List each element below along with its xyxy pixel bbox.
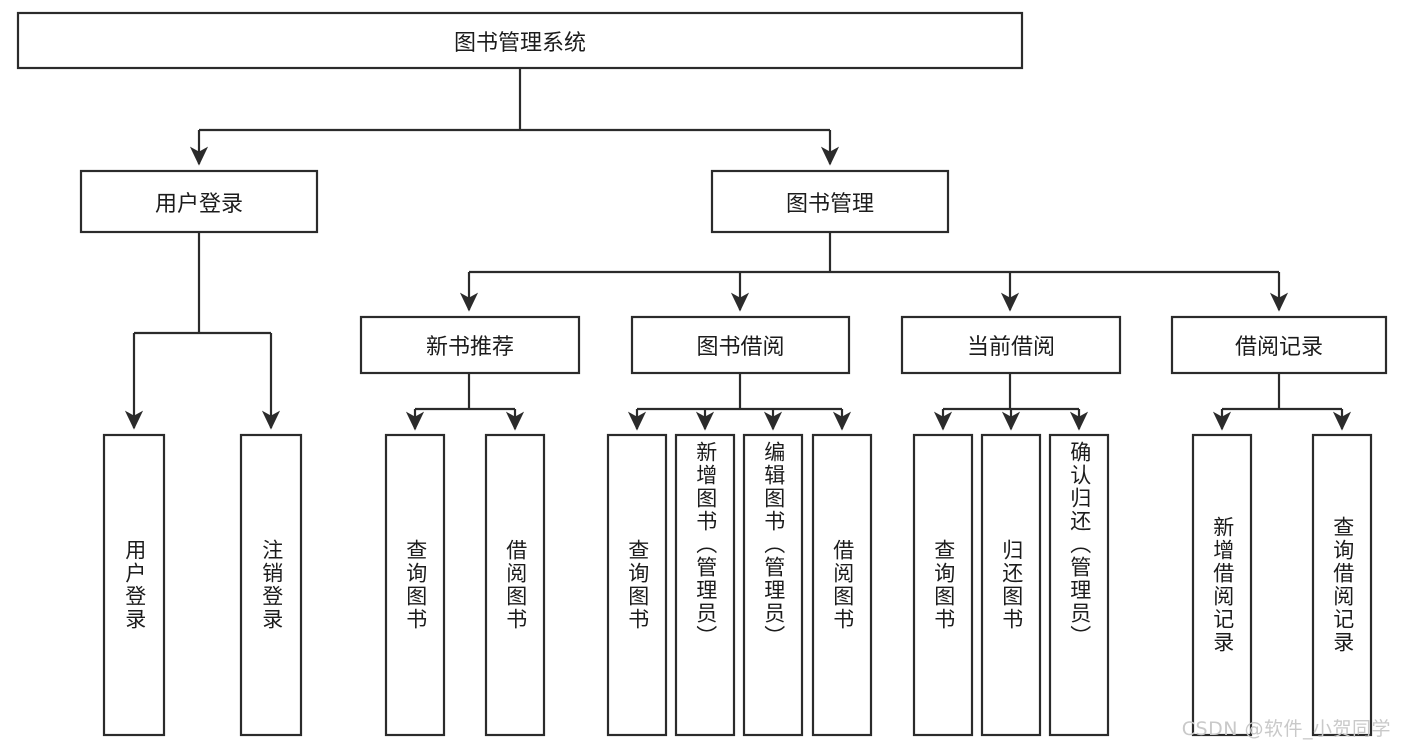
node-box-book-borrow[interactable] [630,315,851,375]
leaf-box-return-book[interactable] [980,433,1042,737]
leaf-box-query-book-3[interactable] [912,433,974,737]
leaf-box-query-book-1[interactable] [384,433,446,737]
node-box-current-borrow[interactable] [900,315,1122,375]
leaf-box-edit-book-admin[interactable] [742,433,804,737]
csdn-watermark: CSDN @软件_小贺同学 [1181,718,1391,740]
node-box-book-manage[interactable] [710,169,950,234]
node-box-new-book-recommend[interactable] [359,315,581,375]
leaf-box-borrow-book-1[interactable] [484,433,546,737]
leaf-box-query-record[interactable] [1311,433,1373,737]
leaf-box-query-book-2[interactable] [606,433,668,737]
leaf-box-add-record[interactable] [1191,433,1253,737]
node-box-root[interactable] [16,11,1024,70]
node-box-borrow-records[interactable] [1170,315,1388,375]
leaf-box-borrow-book-2[interactable] [811,433,873,737]
node-box-user-login[interactable] [79,169,319,234]
leaf-box-add-book-admin[interactable] [674,433,736,737]
leaf-box-confirm-return[interactable] [1048,433,1110,737]
leaf-box-user-login[interactable] [102,433,166,737]
leaf-box-logout[interactable] [239,433,303,737]
